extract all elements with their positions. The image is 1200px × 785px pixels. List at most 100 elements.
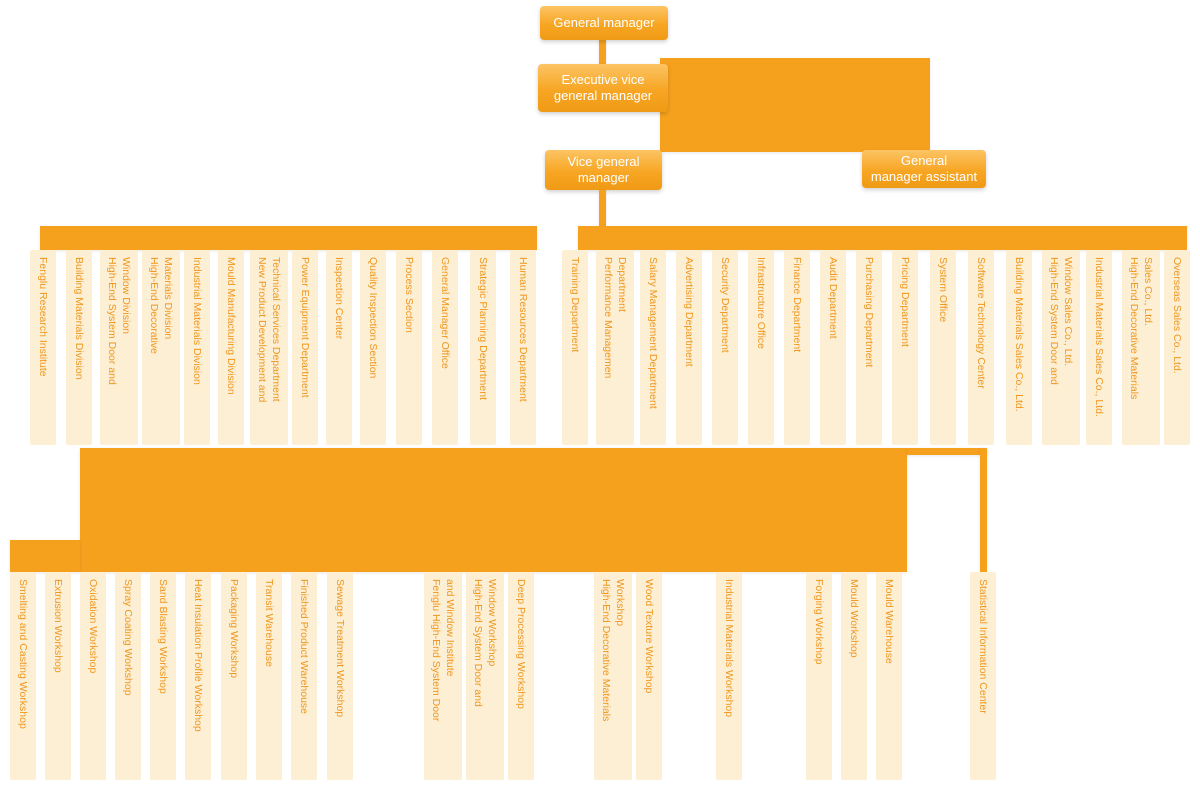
org-node-label: Deep Processing Workshop (515, 579, 527, 709)
connector-statistical-vertical (980, 448, 987, 572)
org-node-label: System Office (937, 257, 949, 323)
node-vice-general-manager: Vice general manager (545, 150, 662, 190)
org-node: Packaging Workshop (221, 572, 247, 780)
org-node-label: Fenglu Research Institute (37, 257, 49, 377)
org-node: Purchasing Department (856, 250, 882, 445)
org-node-label: Transit Warehouse (263, 579, 275, 667)
org-node-label: Strategic Planning Department (477, 257, 489, 400)
org-node: Mould Manufacturing Division (218, 250, 244, 445)
org-node-label: Salary Management Department (647, 257, 659, 409)
org-node: Spray Coating Workshop (115, 572, 141, 780)
org-node-label: Sand Blasting Workshop (157, 579, 169, 694)
org-node: Deep Processing Workshop (508, 572, 534, 780)
org-node-label: Mould Warehouse (883, 579, 895, 664)
org-node: Inspection Center (326, 250, 352, 445)
org-node-label: Overseas Sales Co., Ltd. (1171, 257, 1183, 374)
org-node: Finished Product Warehouse (291, 572, 317, 780)
org-node-label: Audit Department (827, 257, 839, 339)
org-node: Quality Inspection Section (360, 250, 386, 445)
connector-statistical-horizontal (907, 448, 987, 455)
org-node: Industrial Materials Division (184, 250, 210, 445)
org-node-label: Spray Coating Workshop (122, 579, 134, 696)
tier1-right-group: Training Department Performance Managemen… (0, 250, 1200, 445)
org-node-label: Oxidation Workshop (87, 579, 99, 674)
connector-production-block (80, 448, 907, 572)
org-node: Security Department (712, 250, 738, 445)
org-node: Fenglu High-End System Door and Window I… (424, 572, 462, 780)
org-node-label: General Manager Office (439, 257, 451, 369)
org-node: Heat Insulation Profile Workshop (185, 572, 211, 780)
org-node: Fenglu Research Institute (30, 250, 56, 445)
org-node-label: Process Section (403, 257, 415, 333)
org-node: Strategic Planning Department (470, 250, 496, 445)
org-node: Audit Department (820, 250, 846, 445)
org-node-label: Fenglu High-End System Door and Window I… (430, 579, 456, 722)
connector-production-step (10, 540, 80, 572)
org-node: High-End Decorative Materials Sales Co.,… (1122, 250, 1160, 445)
node-executive-vice-general-manager: Executive vice general manager (538, 64, 668, 112)
node-general-manager: General manager (540, 6, 668, 40)
org-node-label: Industrial Materials Workshop (723, 579, 735, 718)
org-node-label: Human Resources Department (517, 257, 529, 402)
org-node-label: Training Department (569, 257, 581, 353)
org-node-label: Security Department (719, 257, 731, 353)
org-node: Training Department (562, 250, 588, 445)
org-node-label: Sewage Treatment Workshop (334, 579, 346, 718)
org-node: Oxidation Workshop (80, 572, 106, 780)
connector-evgm-to-assistant-block (660, 58, 930, 152)
org-node-label: Performance Managemen Department (602, 257, 628, 379)
org-node-label: Infrastructure Office (755, 257, 767, 350)
org-node: New Product Development and Technical Se… (250, 250, 288, 445)
org-node: High-End System Door and Window Workshop (466, 572, 504, 780)
org-node-label: Forging Workshop (813, 579, 825, 665)
org-node-label: Inspection Center (333, 257, 345, 340)
tier1-left-group: Fenglu Research Institute Building Materi… (0, 250, 1200, 445)
tier2-group: Smelting and Casting Workshop Extrusion W… (0, 572, 1200, 780)
org-node-label: Mould Workshop (848, 579, 860, 658)
org-node: Overseas Sales Co., Ltd. (1164, 250, 1190, 445)
org-node-label: Statistical Information Center (977, 579, 989, 714)
org-node: Advertising Department (676, 250, 702, 445)
org-node-label: Power Equipment Department (299, 257, 311, 398)
org-node: System Office (930, 250, 956, 445)
org-node-label: High-End Decorative Materials Division (148, 257, 174, 354)
org-node-label: New Product Development and Technical Se… (256, 257, 282, 403)
connector-bus-left (40, 226, 537, 250)
org-node: High-End Decorative Materials Division (142, 250, 180, 445)
org-node: Mould Warehouse (876, 572, 902, 780)
org-node-label: Industrial Materials Division (191, 257, 203, 385)
org-node-label: Industrial Materials Sales Co., Ltd. (1093, 257, 1105, 417)
org-node: High-End System Door and Window Sales Co… (1042, 250, 1080, 445)
org-node: Process Section (396, 250, 422, 445)
org-node: Human Resources Department (510, 250, 536, 445)
org-node: Forging Workshop (806, 572, 832, 780)
org-node-label: High-End System Door and Window Workshop (472, 579, 498, 707)
org-node-label: Smelting and Casting Workshop (17, 579, 29, 729)
org-node-label: Wood Texture Workshop (643, 579, 655, 694)
org-node: Finance Department (784, 250, 810, 445)
org-node-label: Extrusion Workshop (52, 579, 64, 673)
connector-bus-right (578, 226, 1187, 250)
node-general-manager-assistant: General manager assistant (862, 150, 986, 188)
org-node: Salary Management Department (640, 250, 666, 445)
org-node: Industrial Materials Sales Co., Ltd. (1086, 250, 1112, 445)
org-node-label: Building Materials Sales Co., Ltd. (1013, 257, 1025, 412)
org-node: Sand Blasting Workshop (150, 572, 176, 780)
org-node: Wood Texture Workshop (636, 572, 662, 780)
org-node-label: Purchasing Department (863, 257, 875, 368)
org-node-label: High-End System Door and Window Sales Co… (1048, 257, 1074, 385)
org-node: Software Technology Center (968, 250, 994, 445)
org-node: Building Materials Sales Co., Ltd. (1006, 250, 1032, 445)
org-node: High-End Decorative Materials Workshop (594, 572, 632, 780)
org-node: Transit Warehouse (256, 572, 282, 780)
org-node: Industrial Materials Workshop (716, 572, 742, 780)
org-node-label: Quality Inspection Section (367, 257, 379, 379)
org-node: Smelting and Casting Workshop (10, 572, 36, 780)
org-node-label: Building Materials Division (73, 257, 85, 380)
org-node: Pricing Department (892, 250, 918, 445)
org-node: Statistical Information Center (970, 572, 996, 780)
org-node: Performance Managemen Department (596, 250, 634, 445)
org-node-label: Advertising Department (683, 257, 695, 367)
org-node: Sewage Treatment Workshop (327, 572, 353, 780)
connector-vgm-trunk (599, 190, 606, 228)
